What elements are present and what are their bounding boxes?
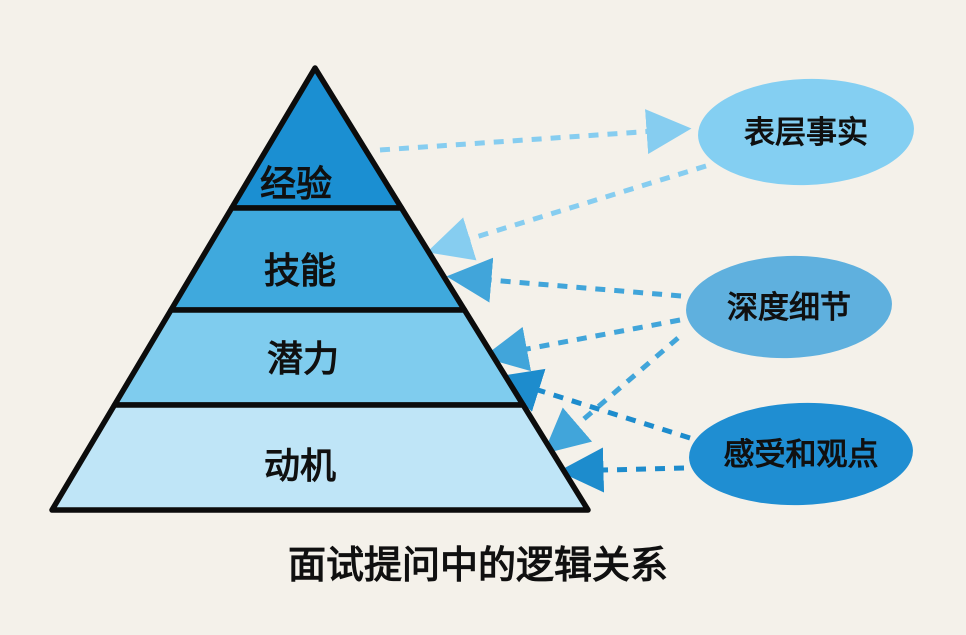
- bubble-label-feelings-and-viewpoints: 感受和观点: [724, 437, 879, 473]
- pyramid-label-potential: 潜力: [267, 339, 339, 380]
- connection-deep-details-to-skills: [446, 257, 682, 303]
- connections: [379, 109, 707, 493]
- bubble-deep-details: [686, 255, 892, 359]
- connection-experience-to-surface-facts: [379, 109, 692, 155]
- connection-feelings-to-potential: [495, 368, 691, 441]
- connection-deep-details-to-motivation: [543, 336, 680, 454]
- pyramid-layer-motivation: [49, 402, 591, 513]
- connection-surface-facts-to-skills: [426, 163, 707, 261]
- bubbles: 表层事实 深度细节 感受和观点: [686, 78, 914, 506]
- bubble-label-surface-facts: 表层事实: [744, 115, 868, 151]
- bubble-label-deep-details: 深度细节: [727, 290, 851, 326]
- diagram-title: 面试提问中的逻辑关系: [288, 543, 668, 587]
- connection-feelings-to-motivation: [558, 447, 685, 493]
- pyramid-label-skills: 技能: [264, 251, 336, 292]
- pyramid: 经验 技能 潜力 动机: [49, 65, 591, 513]
- bubble-surface-facts: [698, 78, 914, 186]
- pyramid-label-experience: 经验: [260, 164, 332, 205]
- pyramid-label-motivation: 动机: [264, 446, 336, 487]
- connection-deep-details-to-potential: [482, 317, 681, 372]
- bubble-feelings-and-viewpoints: [689, 402, 913, 506]
